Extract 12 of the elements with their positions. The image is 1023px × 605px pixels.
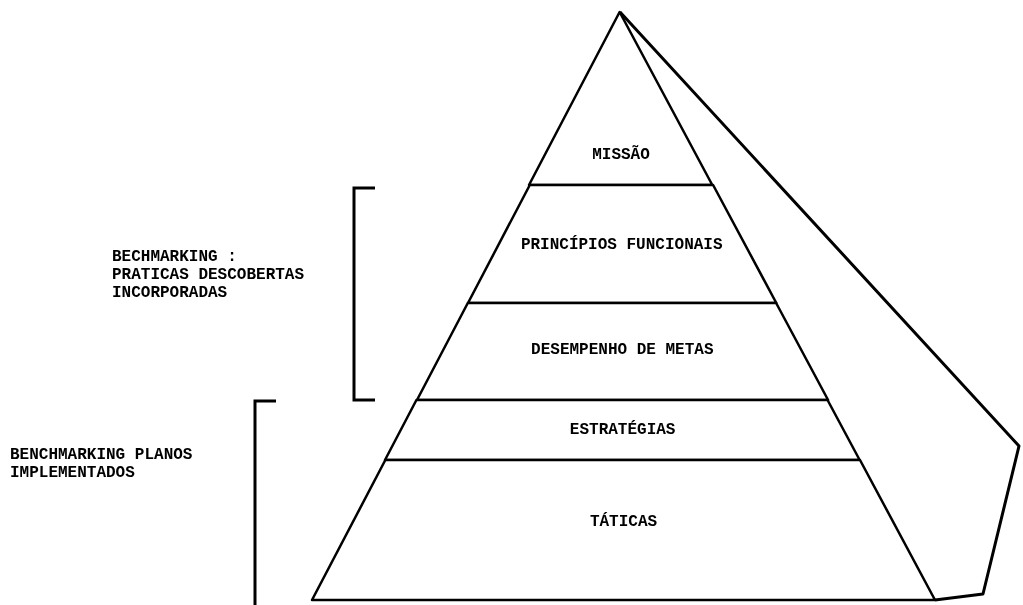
level-label: DESEMPENHO DE METAS [531,340,714,360]
pyramid-level [385,400,860,460]
level-label: ESTRATÉGIAS [569,420,676,440]
pyramid-level [312,460,935,600]
pyramid-level [529,12,713,185]
pyramid-level [467,185,776,303]
pyramid-level [416,303,828,400]
level-label: TÁTICAS [589,512,658,532]
level-label: MISSÃO [592,145,650,165]
bracket-note: BECHMARKING : PRATICAS DESCOBERTAS INCORPORADAS [112,248,306,302]
level-label: PRINCÍPIOS FUNCIONAIS [520,235,723,255]
bracket-note: BENCHMARKING PLANOS IMPLEMENTADOS [10,446,194,482]
